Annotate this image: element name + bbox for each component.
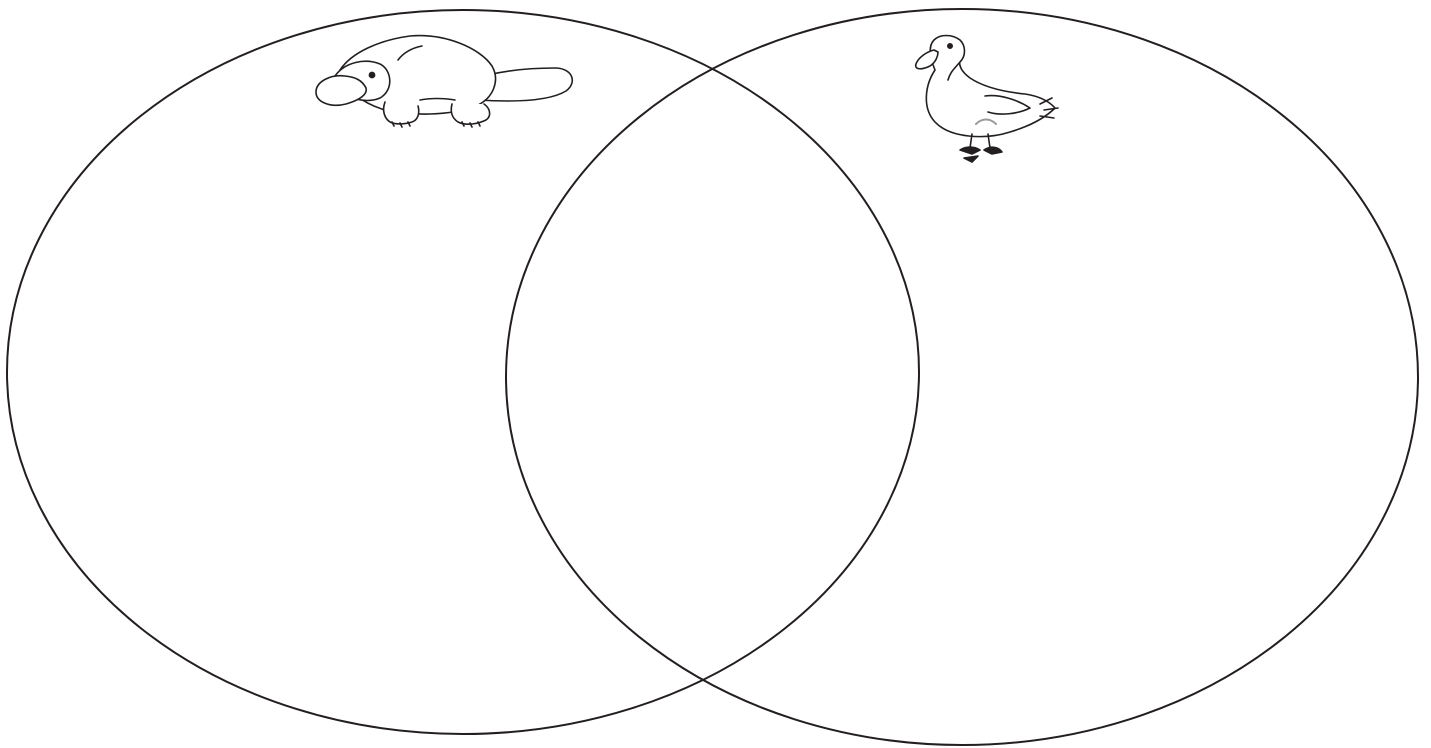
duck-icon: [916, 36, 1058, 163]
platypus-icon: [316, 36, 572, 127]
